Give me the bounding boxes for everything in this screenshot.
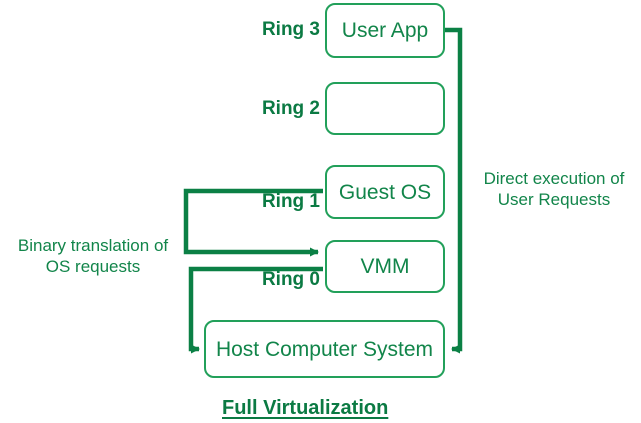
ring-label-0: Ring 0 bbox=[261, 269, 320, 290]
diagram-title: Full Virtualization bbox=[222, 397, 389, 419]
guest-os-to-vmm-connector bbox=[183, 188, 323, 257]
node-host-computer-system-label: Host Computer System bbox=[215, 337, 434, 361]
node-guest-os-label: Guest OS bbox=[338, 180, 432, 204]
node-guest-os[interactable]: Guest OS bbox=[325, 165, 445, 219]
ring-label-2: Ring 2 bbox=[261, 98, 320, 119]
vmm-to-host-connector bbox=[188, 266, 323, 354]
node-vmm[interactable]: VMM bbox=[325, 240, 445, 293]
annotation-direct-execution: Direct execution of User Requests bbox=[483, 169, 625, 210]
node-host-computer-system[interactable]: Host Computer System bbox=[204, 320, 445, 378]
ring-label-3: Ring 3 bbox=[261, 19, 320, 40]
node-user-app-label: User App bbox=[341, 19, 429, 42]
node-ring2-empty[interactable] bbox=[325, 82, 445, 135]
node-vmm-label: VMM bbox=[360, 255, 410, 278]
direct-execution-connector bbox=[445, 27, 463, 354]
node-user-app[interactable]: User App bbox=[325, 3, 445, 58]
ring-label-1: Ring 1 bbox=[261, 191, 320, 212]
annotation-binary-translation: Binary translation of OS requests bbox=[17, 236, 169, 277]
